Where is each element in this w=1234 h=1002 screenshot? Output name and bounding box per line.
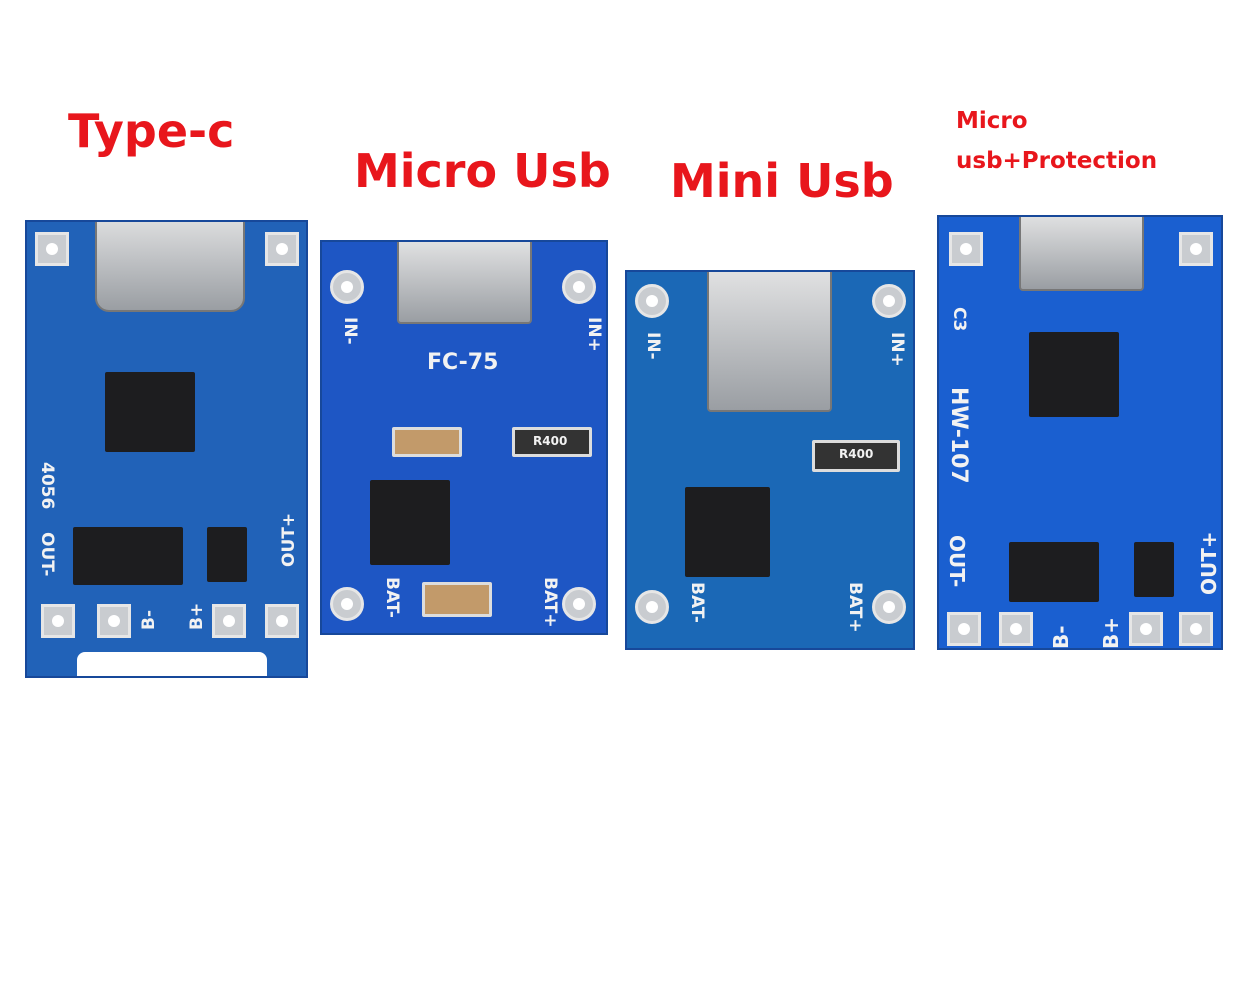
solder-pad [265,604,299,638]
silk-out-minus: OUT- [945,535,969,588]
silk-out-minus: OUT- [37,532,57,577]
charger-chip [1029,332,1119,417]
solder-pad [1129,612,1163,646]
micro-usb-connector [397,242,532,324]
solder-pad [635,284,669,318]
charger-chip [105,372,195,452]
silk-hw107: HW-107 [946,387,971,484]
solder-pad [635,590,669,624]
smd-component [422,582,492,617]
solder-pad [97,604,131,638]
silk-b-minus: B- [1049,625,1073,649]
board-type-c: 4056 OUT- OUT+ B- B+ [25,220,308,678]
solder-pad [872,284,906,318]
silk-c3: C3 [949,307,969,332]
mosfet-chip [207,527,247,582]
resistor-r400: R400 [812,440,900,472]
solder-pad [330,587,364,621]
silk-in-plus: IN+ [887,332,907,367]
title-micro-protection-2: usb+Protection [956,148,1158,174]
solder-pad [949,232,983,266]
board-mini-usb: IN- IN+ R400 BAT- BAT+ [625,270,915,650]
silk-out-plus: OUT+ [279,512,299,567]
solder-pad [947,612,981,646]
charger-chip [685,487,770,577]
silk-out-plus: OUT+ [1197,531,1221,595]
solder-pad [562,270,596,304]
smd-component [392,427,462,457]
silk-bat-plus: BAT+ [845,582,865,633]
silk-bat-minus: BAT- [382,577,402,618]
silk-fc75: FC-75 [427,350,499,375]
resistor-r400: R400 [512,427,592,457]
solder-pad [1179,232,1213,266]
title-type-c: Type-c [68,104,235,158]
solder-pad [1179,612,1213,646]
silk-label: R400 [839,447,874,461]
board-micro-protection: C3 HW-107 OUT- OUT+ B- B+ [937,215,1223,650]
silk-in-plus: IN+ [584,317,604,352]
silk-in-minus: IN- [340,317,360,345]
title-mini-usb: Mini Usb [670,154,894,208]
silk-label: R400 [533,434,568,448]
board-micro-usb: FC-75 IN- IN+ R400 BAT- BAT+ [320,240,608,635]
solder-pad [562,587,596,621]
silk-b-plus: B+ [1099,616,1123,649]
title-micro-usb: Micro Usb [354,144,611,198]
mini-usb-connector [707,272,832,412]
solder-pad [35,232,69,266]
silk-bat-minus: BAT- [687,582,707,623]
silk-b-minus: B- [139,609,159,630]
silk-bat-plus: BAT+ [540,577,560,628]
usb-c-connector [95,222,245,312]
solder-pad [330,270,364,304]
silk-b-plus: B+ [187,602,207,630]
charger-chip [370,480,450,565]
micro-usb-connector [1019,217,1144,291]
mosfet-chip [1134,542,1174,597]
solder-pad [265,232,299,266]
protection-chip [1009,542,1099,602]
title-micro-protection-1: Micro [956,108,1028,134]
solder-pad [999,612,1033,646]
silk-in-minus: IN- [643,332,663,360]
solder-pad [41,604,75,638]
silk-4056: 4056 [37,462,57,510]
solder-pad [212,604,246,638]
solder-pad [872,590,906,624]
protection-chip [73,527,183,585]
